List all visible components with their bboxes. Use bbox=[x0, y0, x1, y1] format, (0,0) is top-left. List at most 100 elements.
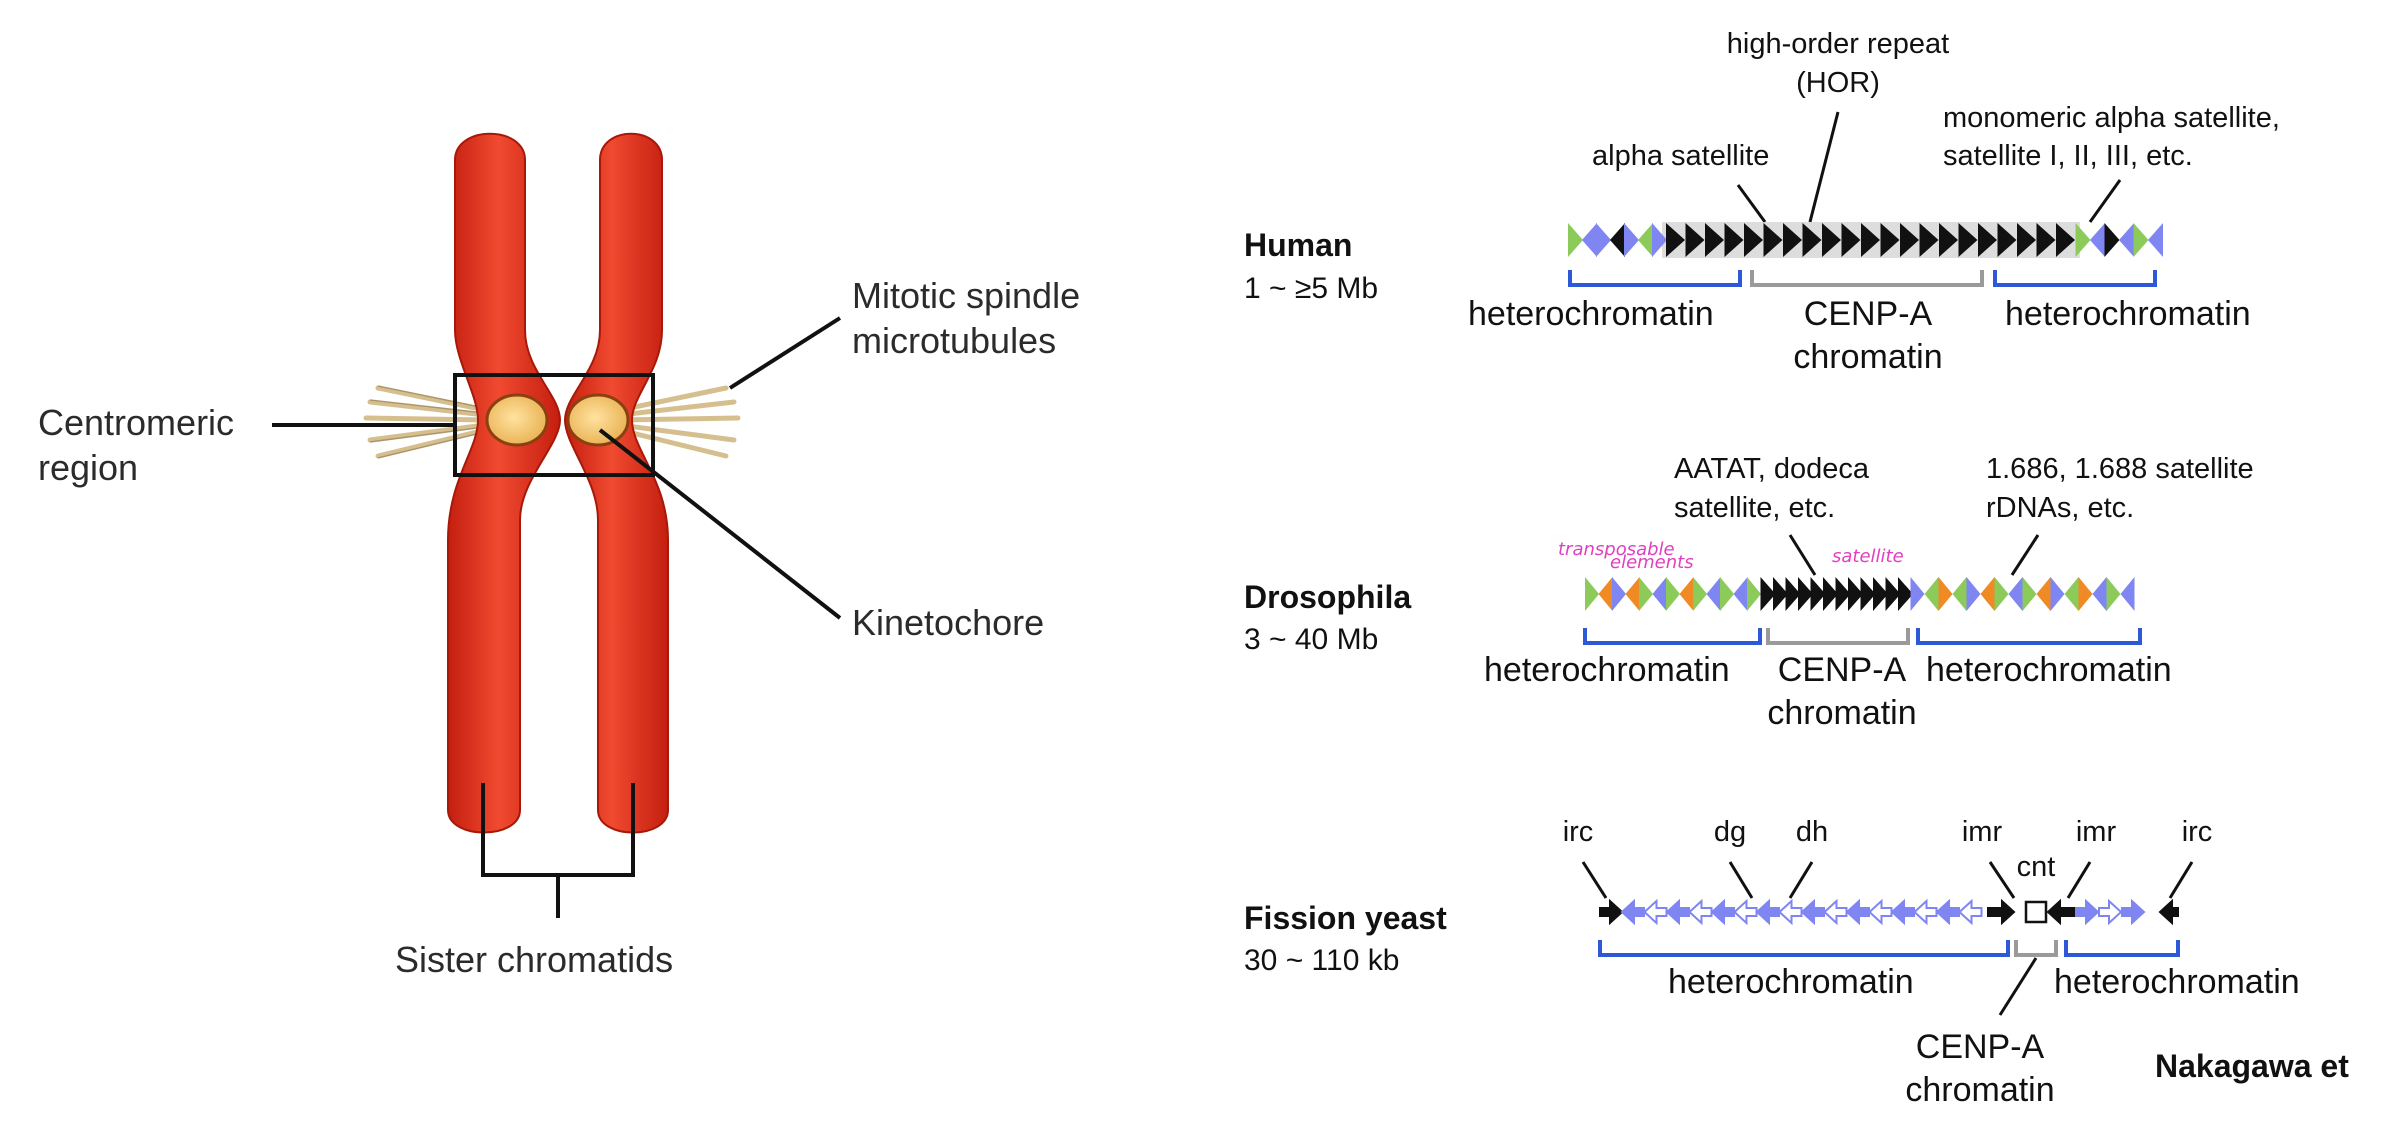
repeat-unit bbox=[2133, 223, 2149, 257]
repeat-unit bbox=[1747, 577, 1761, 611]
hor-unit bbox=[1724, 223, 1744, 257]
fission-irc-left-leader bbox=[1581, 861, 1608, 899]
repeat-unit bbox=[1966, 577, 1981, 611]
dg-dh-repeat bbox=[1890, 898, 1915, 926]
human-hetero-left: heterochromatin bbox=[1468, 295, 1714, 333]
drosophila-bracket-left bbox=[1583, 628, 1762, 645]
human-bracket-center bbox=[1750, 270, 1984, 287]
dg-dh-repeat bbox=[2121, 898, 2146, 926]
dg-dh-repeat bbox=[2075, 898, 2100, 926]
human-mono-leader bbox=[2088, 179, 2122, 223]
handwritten-elements: elements bbox=[1610, 552, 1694, 573]
hor-unit bbox=[1705, 223, 1724, 257]
repeat-unit bbox=[1679, 577, 1694, 611]
kinetochore-leader bbox=[598, 428, 842, 620]
repeat-unit bbox=[2092, 577, 2107, 611]
human-species-name: Human bbox=[1244, 227, 1352, 263]
repeat-unit bbox=[1924, 577, 1939, 611]
hor-unit bbox=[1763, 223, 1783, 257]
hor-unit bbox=[1822, 223, 1841, 257]
drosophila-cenpa-line1: CENP-A bbox=[1778, 651, 1907, 689]
kinetochore-left bbox=[485, 393, 549, 447]
spindle-leader bbox=[728, 316, 842, 390]
fission-dh-leader bbox=[1788, 861, 1814, 899]
hor-unit bbox=[1997, 223, 2017, 257]
dg-dh-repeat bbox=[1823, 898, 1848, 926]
centromeric-label-line2: region bbox=[38, 447, 138, 488]
repeat-unit bbox=[1639, 577, 1653, 611]
repeat-unit bbox=[1596, 223, 1611, 257]
repeat-unit bbox=[2119, 223, 2134, 257]
fission-dh-label: dh bbox=[1796, 816, 1828, 848]
fission-dg-leader bbox=[1728, 861, 1754, 899]
repeat-unit bbox=[1582, 223, 1597, 257]
satellite-unit bbox=[1885, 577, 1901, 611]
satellite-unit bbox=[1810, 577, 1826, 611]
repeat-unit bbox=[2104, 223, 2120, 257]
fission-size: 30 ~ 110 kb bbox=[1244, 944, 1399, 977]
kinetochore-label: Kinetochore bbox=[852, 602, 1044, 643]
microtubules-right bbox=[617, 385, 741, 459]
citation: Nakagawa et bbox=[2155, 1048, 2349, 1084]
repeat-unit bbox=[1612, 577, 1626, 611]
fission-cenpa-line2: chromatin bbox=[1905, 1071, 2054, 1109]
hor-unit bbox=[1978, 223, 1997, 257]
repeat-unit bbox=[1652, 223, 1667, 257]
repeat-unit bbox=[1610, 223, 1625, 257]
kinetochore-right bbox=[566, 393, 630, 447]
chromosome-illustration: Centromeric region Mitotic spindle micro… bbox=[38, 132, 1080, 980]
satellite-unit bbox=[1860, 577, 1876, 611]
drosophila-species-name: Drosophila bbox=[1244, 579, 1411, 615]
repeat-unit bbox=[2148, 223, 2163, 257]
drosophila-hetero-right: heterochromatin bbox=[1926, 651, 2172, 689]
irc-right-arrow bbox=[2158, 898, 2179, 926]
hor-unit bbox=[1861, 223, 1880, 257]
satellite-unit bbox=[1898, 577, 1913, 611]
left-chromatid bbox=[447, 132, 562, 834]
hor-unit bbox=[1919, 223, 1939, 257]
repeat-unit bbox=[2008, 577, 2023, 611]
repeat-unit bbox=[1910, 577, 1925, 611]
human-repeat-array bbox=[1568, 223, 2163, 257]
repeat-unit bbox=[2064, 577, 2079, 611]
drosophila-sat-line1: 1.686, 1.688 satellite bbox=[1986, 453, 2254, 485]
repeat-unit bbox=[1585, 577, 1599, 611]
repeat-unit bbox=[2090, 223, 2105, 257]
repeat-unit bbox=[1666, 577, 1680, 611]
imr-right-arrow bbox=[2046, 898, 2075, 926]
dg-dh-repeat bbox=[1710, 898, 1735, 926]
fission-bracket-left bbox=[1598, 940, 2010, 957]
drosophila-sat-leader bbox=[2010, 534, 2040, 576]
hor-unit bbox=[1685, 223, 1705, 257]
hor-unit bbox=[2056, 223, 2075, 257]
handwritten-transposable: transposable bbox=[1558, 539, 1675, 560]
hor-unit bbox=[1666, 223, 1685, 257]
human-bracket-right bbox=[1993, 270, 2157, 287]
satellite-unit bbox=[1823, 577, 1838, 611]
dg-dh-repeat bbox=[1755, 898, 1780, 926]
repeat-unit bbox=[1652, 577, 1667, 611]
drosophila-sat-line2: rDNAs, etc. bbox=[1986, 492, 2134, 524]
drosophila-repeat-array bbox=[1585, 577, 2135, 611]
repeat-unit bbox=[1624, 223, 1639, 257]
dg-dh-repeat bbox=[1778, 898, 1803, 926]
repeat-unit bbox=[2075, 223, 2091, 257]
hor-unit bbox=[1744, 223, 1763, 257]
cnt-box bbox=[2024, 900, 2048, 924]
satellite-unit bbox=[1848, 577, 1863, 611]
drosophila-bracket-right bbox=[1916, 628, 2142, 645]
fission-imr-left-label: imr bbox=[1962, 816, 2003, 848]
hor-unit bbox=[1841, 223, 1861, 257]
human-hor-label-line2: (HOR) bbox=[1796, 67, 1880, 99]
microtubules-left bbox=[363, 385, 488, 459]
drosophila-size: 3 ~ 40 Mb bbox=[1244, 623, 1378, 656]
fission-repeat-array bbox=[1599, 898, 2179, 926]
sister-chromatids-label: Sister chromatids bbox=[395, 939, 673, 980]
drosophila-hetero-left: heterochromatin bbox=[1484, 651, 1730, 689]
hor-unit bbox=[2036, 223, 2056, 257]
repeat-unit bbox=[1952, 577, 1967, 611]
repeat-unit bbox=[2120, 577, 2135, 611]
human-cenpa-line2: chromatin bbox=[1793, 338, 1942, 376]
satellite-unit bbox=[1873, 577, 1888, 611]
